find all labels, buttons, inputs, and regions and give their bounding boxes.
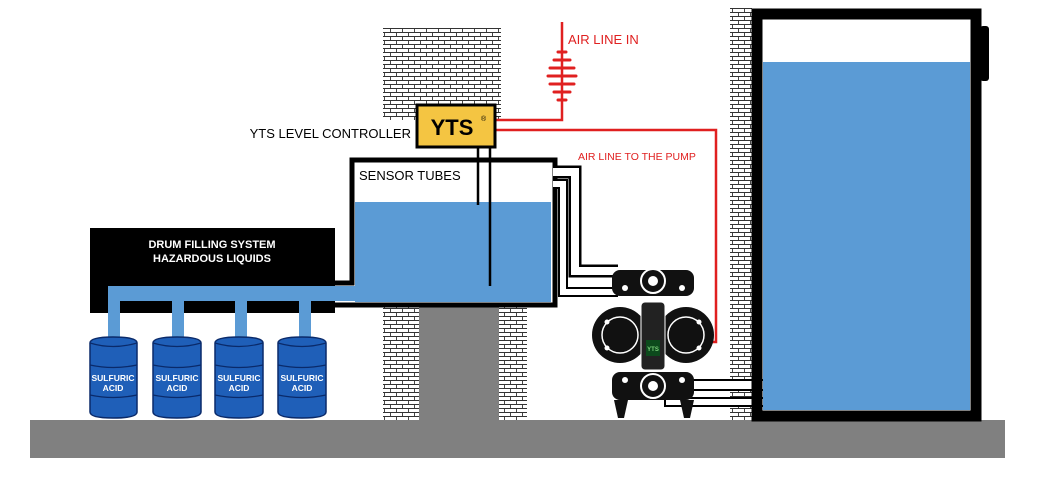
collection-tank-wall xyxy=(305,157,558,308)
drop-pipe-4 xyxy=(299,286,311,342)
drum-4-label-line2: ACID xyxy=(292,383,313,393)
drop-pipe-3 xyxy=(235,286,247,342)
drum-4: SULFURIC ACID xyxy=(277,336,327,419)
drum-4-label-line1: SULFURIC xyxy=(281,373,324,383)
drum-2-label-line1: SULFURIC xyxy=(156,373,199,383)
drop-pipe-2 xyxy=(172,286,184,342)
brick-wall-right xyxy=(730,8,752,420)
support-block xyxy=(419,305,499,420)
brick-pillar-left xyxy=(383,305,419,420)
drum-3-label-line2: ACID xyxy=(229,383,250,393)
label-system-line1: DRUM FILLING SYSTEM xyxy=(148,239,275,251)
drum-3: SULFURIC ACID xyxy=(214,336,264,419)
drum-2-label-line2: ACID xyxy=(167,383,188,393)
drum-1: SULFURIC ACID xyxy=(89,336,138,419)
yts-controller-logo: YTS xyxy=(431,115,474,140)
air-line-in xyxy=(494,22,564,122)
label-level-controller: YTS LEVEL CONTROLLER xyxy=(250,126,411,141)
fill-manifold xyxy=(108,286,355,301)
label-sensor-tubes: SENSOR TUBES xyxy=(359,168,461,183)
storage-tank-lid-handle xyxy=(980,26,989,81)
storage-tank-liquid xyxy=(763,62,970,410)
label-air-line-to-pump: AIR LINE TO THE PUMP xyxy=(578,151,696,163)
drop-pipe-1 xyxy=(108,286,120,342)
floor xyxy=(30,420,1005,458)
yts-controller-box xyxy=(415,103,497,149)
brick-pillar-right xyxy=(499,305,527,420)
drum-1-label-line1: SULFURIC xyxy=(92,373,135,383)
drum-3-label-line1: SULFURIC xyxy=(218,373,261,383)
pump-badge: YTS xyxy=(647,347,659,353)
drum-2: SULFURIC ACID xyxy=(152,336,202,419)
storage-tank-wall xyxy=(751,8,982,422)
diaphragm-pump: YTS xyxy=(592,268,714,418)
air-regulator-icon xyxy=(546,50,578,102)
label-air-line-in: AIR LINE IN xyxy=(568,32,639,47)
collection-tank-liquid xyxy=(355,202,551,302)
label-system-line2: HAZARDOUS LIQUIDS xyxy=(153,253,271,265)
registered-mark: ® xyxy=(481,115,487,123)
drum-1-label-line2: ACID xyxy=(103,383,124,393)
